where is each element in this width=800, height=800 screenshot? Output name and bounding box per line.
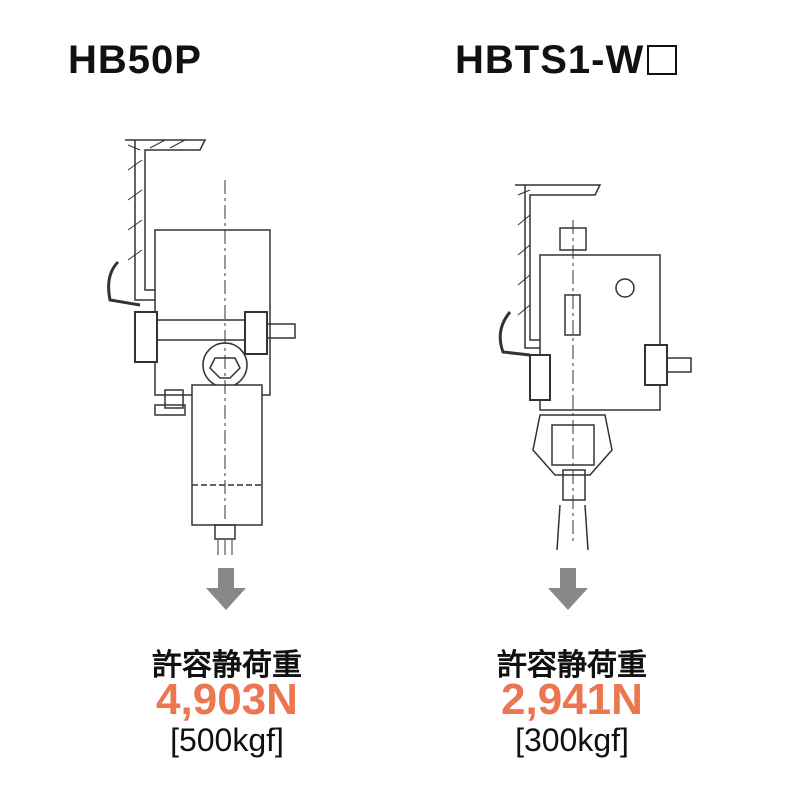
allowable-load-label: 許容静荷重 xyxy=(497,648,647,683)
hbts1w-drawing xyxy=(498,184,692,551)
hb50p-drawing xyxy=(107,139,296,555)
allowable-load-newton: 4,903N xyxy=(156,675,298,724)
allowable-load-label: 許容静荷重 xyxy=(152,648,302,683)
load-arrow-icon xyxy=(548,568,588,610)
allowable-load-newton: 2,941N xyxy=(501,675,643,724)
product-title-hbts1w: HBTS1-W xyxy=(455,38,678,83)
allowable-load-kgf: [500kgf] xyxy=(170,722,284,758)
variant-placeholder-box xyxy=(647,45,678,75)
load-arrow-icon xyxy=(206,568,246,610)
allowable-load-kgf: [300kgf] xyxy=(515,722,629,758)
model-text: HBTS1-W xyxy=(455,38,645,82)
product-title-hb50p: HB50P xyxy=(68,38,202,82)
